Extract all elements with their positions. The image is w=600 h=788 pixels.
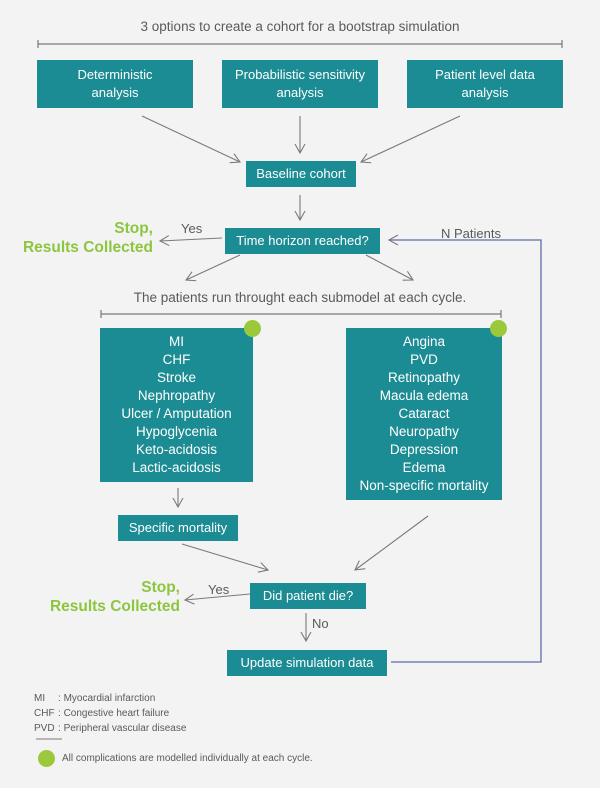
option-patient-level: Patient level data analysis <box>407 60 563 108</box>
submodel-left-item: Nephropathy <box>137 388 216 403</box>
loop-line-n-patients <box>387 234 542 663</box>
dot-right-marker <box>490 320 507 337</box>
submodel-left-item: Lactic-acidosis <box>132 460 221 475</box>
submodel-left-item: Hypoglycenia <box>135 424 218 439</box>
legend-pvd-text: Peripheral vascular disease <box>63 723 187 734</box>
header-bracket <box>37 40 563 48</box>
yes-label-top: Yes <box>181 221 203 236</box>
legend-chf-sep: : <box>58 708 61 719</box>
time-horizon-box: Time horizon reached? <box>225 228 380 254</box>
legend-chf: CHF: Congestive heart failure <box>34 706 169 721</box>
option-probabilistic-line2: analysis <box>276 85 324 100</box>
option-patient-level-line2: analysis <box>461 85 509 100</box>
did-patient-die-box: Did patient die? <box>250 583 366 609</box>
submodel-right-item: Macula edema <box>379 388 469 403</box>
arrow-right-to-did-die <box>354 515 429 571</box>
specific-mortality-box: Specific mortality <box>118 515 238 541</box>
submodel-right-item: Angina <box>402 334 446 349</box>
stop-bottom-line1: Stop, <box>141 579 180 596</box>
stop-bottom-line2: Results Collected <box>49 598 180 615</box>
submodel-left-item: CHF <box>162 352 191 367</box>
arrow-did-die-to-stop <box>183 593 251 605</box>
legend-mi: MI: Myocardial infarction <box>34 691 155 706</box>
submodel-right-item: Edema <box>402 460 446 475</box>
arrow-patient-level-to-baseline <box>359 115 461 164</box>
arrow-specific-mortality-to-did-die <box>181 543 270 573</box>
submodel-left-item: Keto-acidosis <box>135 442 218 457</box>
submodel-left-item: MI <box>169 334 184 349</box>
submodel-right-item: Non-specific mortality <box>359 478 489 493</box>
stop-top-line2: Results Collected <box>22 239 153 256</box>
arrow-time-horizon-to-left <box>184 254 241 282</box>
submodel-left-item: Stroke <box>156 370 197 385</box>
option-deterministic-line2: analysis <box>91 85 139 100</box>
legend-note: All complications are modelled individua… <box>62 753 313 764</box>
legend-mi-sep: : <box>58 693 61 704</box>
option-deterministic: Deterministic analysis <box>37 60 193 108</box>
legend-chf-abbr: CHF <box>34 708 55 719</box>
yes-label-bottom: Yes <box>208 582 230 597</box>
submodel-right-item: Depression <box>389 442 459 457</box>
arrow-deterministic-to-baseline <box>141 115 242 164</box>
submodel-right-item: PVD <box>410 352 438 367</box>
no-label: No <box>312 616 329 631</box>
option-probabilistic-line1: Probabilistic sensitivity <box>234 67 366 82</box>
submodel-left-item: Ulcer / Amputation <box>121 406 232 421</box>
submodel-caption: The patients run throught each submodel … <box>133 290 467 305</box>
stop-results-top: Stop, Results Collected <box>23 219 153 257</box>
stop-results-bottom: Stop, Results Collected <box>50 578 180 616</box>
baseline-cohort-box: Baseline cohort <box>246 161 356 187</box>
legend-pvd-abbr: PVD <box>34 723 55 734</box>
update-simulation-box: Update simulation data <box>227 650 387 676</box>
submodel-right-item: Neuropathy <box>389 424 459 439</box>
submodel-right-item: Retinopathy <box>387 370 461 385</box>
legend-pvd-sep: : <box>58 723 61 734</box>
option-probabilistic: Probabilistic sensitivity analysis <box>222 60 378 108</box>
diagram-title: 3 options to create a cohort for a boots… <box>140 19 460 34</box>
dot-left-marker <box>244 320 261 337</box>
option-patient-level-line1: Patient level data <box>435 67 535 82</box>
n-patients-label: N Patients <box>441 226 501 241</box>
submodel-bracket <box>100 310 502 318</box>
arrow-time-horizon-to-stop <box>158 235 223 247</box>
submodel-right-item: Cataract <box>398 406 450 421</box>
stop-top-line1: Stop, <box>114 220 153 237</box>
legend-pvd: PVD: Peripheral vascular disease <box>34 721 186 736</box>
legend-mi-abbr: MI <box>34 693 46 704</box>
legend-dot <box>38 750 55 767</box>
option-deterministic-line1: Deterministic <box>77 67 153 82</box>
legend-mi-text: Myocardial infarction <box>63 693 156 704</box>
arrow-time-horizon-to-right <box>365 254 414 281</box>
legend-chf-text: Congestive heart failure <box>63 708 170 719</box>
